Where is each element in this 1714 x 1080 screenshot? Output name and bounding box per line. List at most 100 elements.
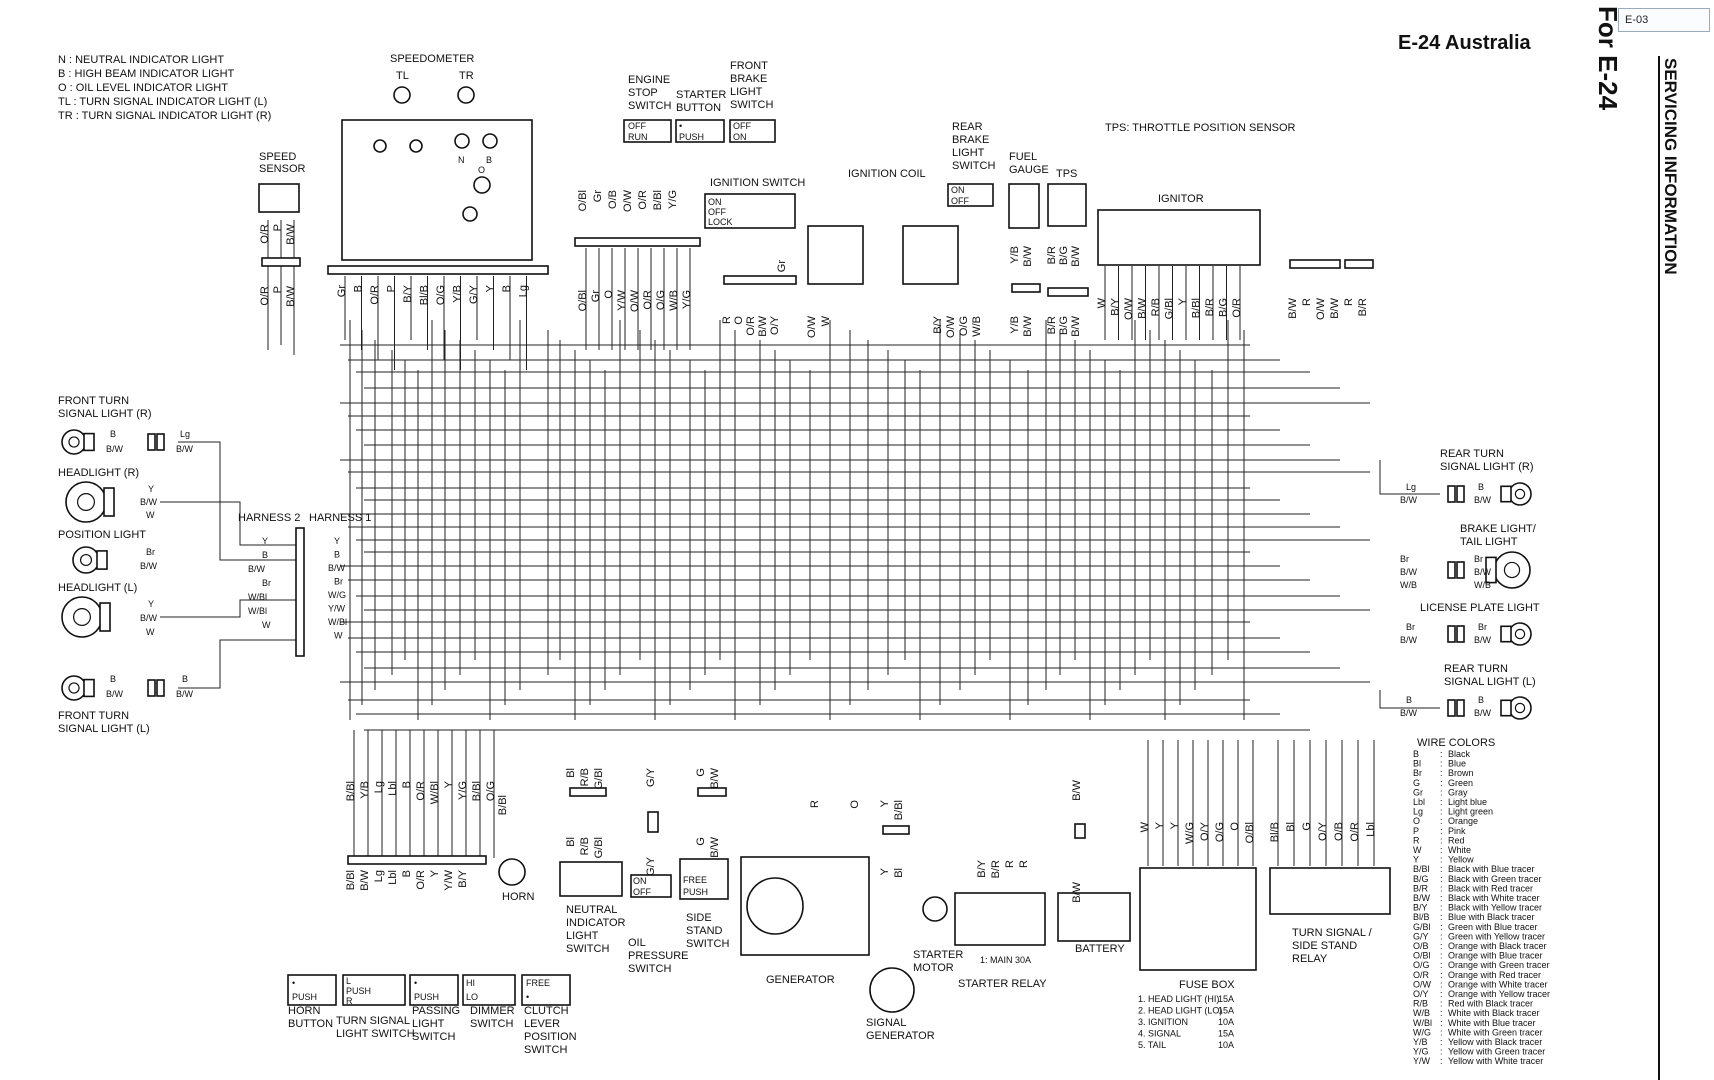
wire-color-code-16: B/Y <box>1413 903 1428 913</box>
front-brake-on: ON <box>733 132 747 142</box>
wire-color-name-28: White with Blue tracer <box>1448 1018 1536 1028</box>
h2-wire-1: B <box>262 550 268 560</box>
wire-grid <box>160 220 1440 866</box>
passing-label-line-1: LIGHT <box>412 1018 445 1030</box>
license-plate-label: LICENSE PLATE LIGHT <box>1420 602 1540 614</box>
handle-right-bottom-wire-2: O <box>603 290 615 299</box>
wire-color-name-4: Gray <box>1448 787 1468 797</box>
dimmer-hi: HI <box>466 978 475 988</box>
neutral-switch-label-line-0: NEUTRAL <box>566 904 617 916</box>
abbrev-legend-3: TL : TURN SIGNAL INDICATOR LIGHT (L) <box>58 96 267 108</box>
wire-color-code-31: Y/G <box>1413 1047 1429 1057</box>
handle-right-bottom-wire-3: Y/W <box>616 289 628 310</box>
indicator-b-label: B <box>486 155 492 165</box>
components <box>61 86 1532 1013</box>
oil-bottom-wire-0: G/Y <box>645 856 657 876</box>
wire-color-colon-7: : <box>1440 816 1443 826</box>
tps-bottom-wire-2: B/W <box>1070 315 1082 336</box>
engine-stop-off: OFF <box>628 121 646 131</box>
brake-w1: B/W <box>1400 567 1418 577</box>
wire-color-colon-29: : <box>1440 1027 1443 1037</box>
speedometer-label: SPEEDOMETER <box>390 53 474 65</box>
wire-color-code-9: R <box>1413 835 1420 845</box>
lower-left-wire-2: Lg <box>373 781 385 793</box>
rear-turn-r-bulb-filament <box>1514 488 1526 500</box>
rear-brake-switch-body <box>947 183 994 207</box>
lower-left-wire-9: B/Bl <box>471 781 483 801</box>
wire-color-colon-30: : <box>1440 1037 1443 1047</box>
ign-top-wire-0: Gr <box>776 260 788 273</box>
meter-wire-label-7: Y/B <box>452 285 464 303</box>
battery-bottom-wire-0: B/W <box>1071 881 1083 902</box>
turn-relay-wire-0: Bl/B <box>1269 822 1281 842</box>
speed-sensor-top-wire-1: P <box>272 224 284 231</box>
wire-color-colon-10: : <box>1440 845 1443 855</box>
for-e24-label: For E-24 <box>1593 6 1623 111</box>
gen-wire-0: R <box>809 800 821 808</box>
h1-wire-3: Br <box>334 577 343 587</box>
ignitor-wire-4: R/B <box>1150 298 1162 316</box>
turn-switch-label-line-1: LIGHT SWITCH <box>336 1028 415 1040</box>
page-tab[interactable]: E-03 <box>1618 8 1710 32</box>
meter-wire-label-4: B/Y <box>402 284 414 302</box>
brake-w0: Br <box>1400 554 1409 564</box>
wire-color-colon-27: : <box>1440 1008 1443 1018</box>
fuse-box <box>1139 867 1257 971</box>
meter-wire-label-10: B <box>501 285 513 292</box>
license-conn-plug-a <box>1447 625 1456 643</box>
wire-color-colon-19: : <box>1440 931 1443 941</box>
wire-color-code-25: O/Y <box>1413 989 1429 999</box>
wire-color-name-30: Yellow with Black tracer <box>1448 1037 1542 1047</box>
front-turn-r-label-line-1: SIGNAL LIGHT (R) <box>58 408 152 420</box>
dimmer-label-line-0: DIMMER <box>470 1005 515 1017</box>
signal-generator-icon <box>869 967 915 1013</box>
oil-wire-0: G/Y <box>645 767 657 787</box>
turn-relay-wire-1: Bl <box>1285 822 1297 832</box>
tps-top-wire-0: B/R <box>1046 246 1058 264</box>
handle-right-top-wire-1: Gr <box>592 190 604 203</box>
left-handle-connector <box>347 855 487 865</box>
neutral-wire-0: Bl <box>565 768 577 778</box>
headlight-l-bulb-filament <box>72 607 91 626</box>
fuse-name-4: 5. TAIL <box>1138 1040 1166 1050</box>
wire-color-colon-17: : <box>1440 912 1443 922</box>
dimmer-switch-body <box>462 974 516 1006</box>
h2-wire-2: B/W <box>248 564 266 574</box>
oil-pressure-label-line-2: SWITCH <box>628 963 671 975</box>
side-stand-label-line-0: SIDE <box>686 912 712 924</box>
wire-color-colon-16: : <box>1440 903 1443 913</box>
wire-color-code-19: G/Y <box>1413 931 1429 941</box>
rear-r-w3: B/W <box>1474 495 1492 505</box>
ignitor-wire-5: G/Bl <box>1164 298 1176 319</box>
wire-color-colon-23: : <box>1440 970 1443 980</box>
meter-lamp-1-icon <box>373 139 387 153</box>
h2-wire-6: W <box>262 620 271 630</box>
engine-stop-switch-label-line-0: ENGINE <box>628 74 670 86</box>
front-l-w3: B/W <box>176 689 194 699</box>
license-plate-bulb-base <box>1500 625 1512 643</box>
oil-pressure-label-line-0: OIL <box>628 937 646 949</box>
front-l-w2: B <box>182 674 188 684</box>
handle-right-bottom-wire-7: W/B <box>668 290 680 311</box>
gen-wire-1: O <box>849 800 861 809</box>
handle-right-top-wire-0: O/Bl <box>577 190 589 211</box>
headlight-r-bulb-base <box>103 487 115 517</box>
front-turn-l-label-line-0: FRONT TURN <box>58 710 129 722</box>
clutch-label-line-3: SWITCH <box>524 1044 567 1056</box>
brake-tail-bulb-base <box>1485 556 1497 584</box>
dimmer-label-line-1: SWITCH <box>470 1018 513 1030</box>
rear-brake-on: ON <box>951 185 965 195</box>
ignitor-wire-7: B/Bl <box>1191 298 1203 318</box>
speedometer-frame <box>341 119 533 261</box>
wire-color-colon-32: : <box>1440 1056 1443 1066</box>
wire-color-colon-15: : <box>1440 893 1443 903</box>
lower-left-bottom-wire-0: B/Bl <box>345 870 357 890</box>
ignition-coil-label: IGNITION COIL <box>848 168 926 180</box>
ignition-coil-2 <box>902 225 959 285</box>
wire-color-name-17: Blue with Black tracer <box>1448 912 1535 922</box>
page-title: E-24 Australia <box>1398 32 1532 54</box>
right-top-wire-4: R <box>1343 298 1355 306</box>
turn-relay-label-line-2: RELAY <box>1292 953 1328 965</box>
